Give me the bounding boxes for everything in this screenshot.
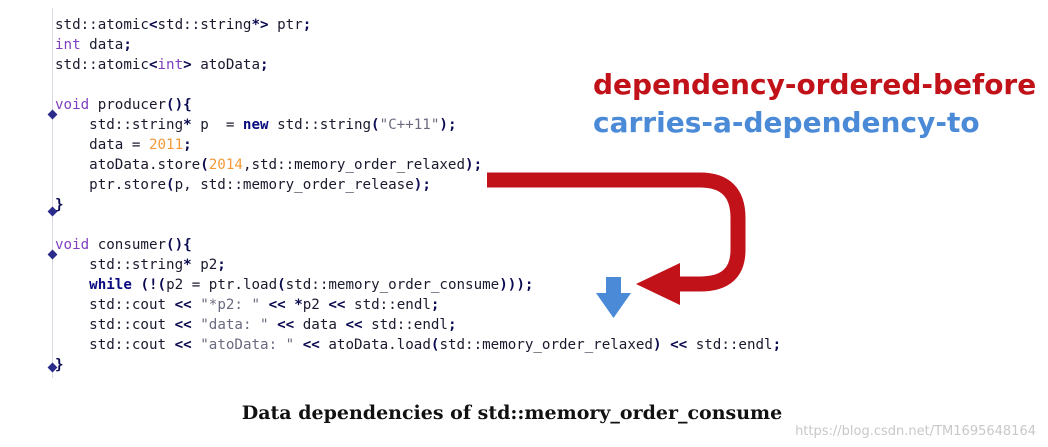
code-line-1: std::atomic<std::string*> ptr; xyxy=(55,17,312,33)
watermark: https://blog.csdn.net/TM1695648164 xyxy=(795,424,1036,439)
code-line-18: } xyxy=(55,357,64,373)
code-line-8: atoData.store(2014,std::memory_order_rel… xyxy=(55,157,483,173)
code-line-7: data = 2011; xyxy=(55,137,192,153)
figure-caption: Data dependencies of std::memory_order_c… xyxy=(0,402,1048,424)
code-line-12: void consumer(){ xyxy=(55,237,192,253)
code-line-15: std::cout << "*p2: " << *p2 << std::endl… xyxy=(55,297,440,313)
caption-text: Data dependencies of std::memory_order_c… xyxy=(241,402,783,424)
code-line-5: void producer(){ xyxy=(55,97,192,113)
code-line-17: std::cout << "atoData: " << atoData.load… xyxy=(55,337,782,353)
code-line-2: int data; xyxy=(55,37,132,53)
code-line-16: std::cout << "data: " << data << std::en… xyxy=(55,317,457,333)
code-line-14: while (!(p2 = ptr.load(std::memory_order… xyxy=(89,277,534,293)
code-line-3: std::atomic<int> atoData; xyxy=(55,57,269,73)
red-arrow-head xyxy=(636,263,680,305)
legend-dependency-ordered-before: dependency-ordered-before xyxy=(593,68,1037,101)
legend-carries-a-dependency-to: carries-a-dependency-to xyxy=(593,106,980,139)
code-panel: std::atomic<std::string*> ptr; int data;… xyxy=(47,8,883,378)
code-line-6: std::string* p = new std::string("C++11"… xyxy=(55,117,457,133)
legend: dependency-ordered-before carries-a-depe… xyxy=(593,66,1036,142)
code-line-9: ptr.store(p, std::memory_order_release); xyxy=(55,177,431,193)
code-line-10: } xyxy=(55,197,64,213)
blue-arrow-shaft xyxy=(606,277,621,293)
blue-arrow-head xyxy=(596,293,631,318)
code-line-13: std::string* p2; xyxy=(55,257,226,273)
red-arrow-body xyxy=(487,172,746,292)
